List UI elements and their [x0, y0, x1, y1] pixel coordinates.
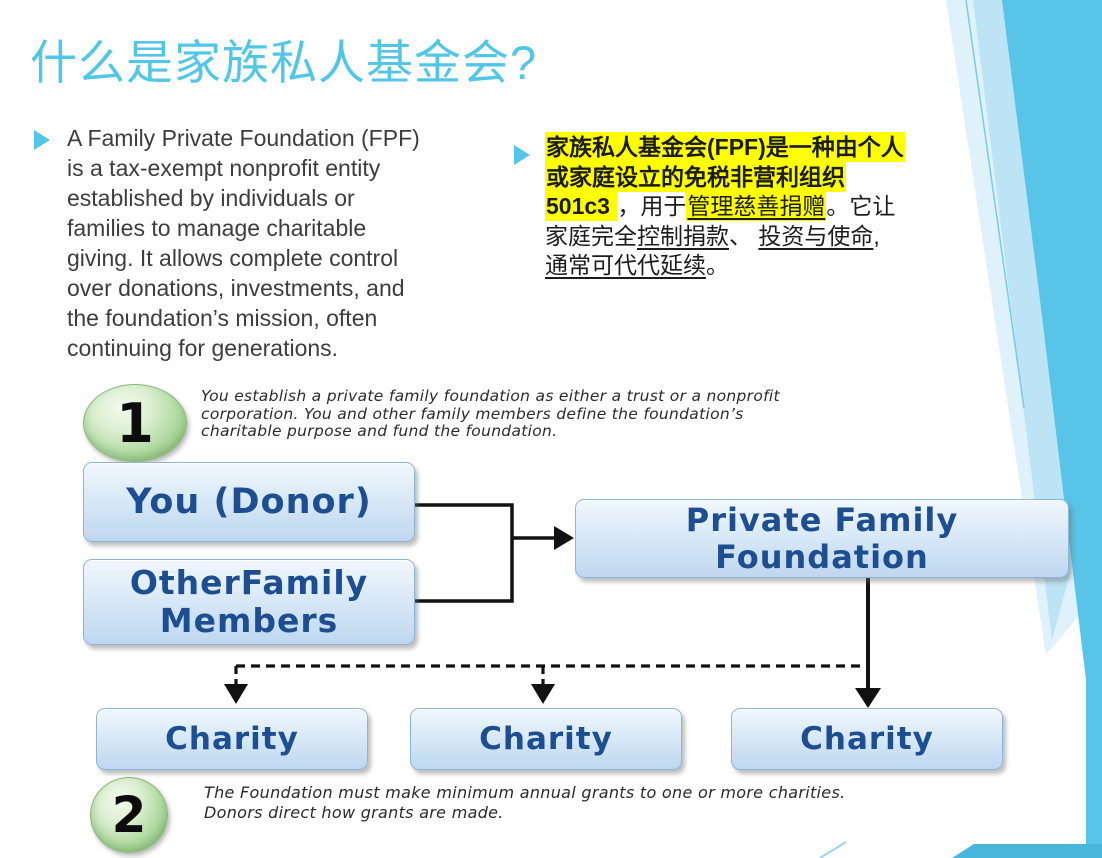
arrow-head-charity1 — [224, 684, 248, 704]
step-2-caption: The Foundation must make minimum annual … — [204, 783, 845, 822]
foundation-to-charity3-head — [855, 688, 881, 708]
node-you-donor: You (Donor) — [83, 462, 415, 542]
text-segment: 。它让 — [826, 193, 896, 219]
decor-bottom-bar — [952, 844, 1102, 858]
text-line: Donors direct how grants are made. — [204, 802, 504, 822]
text-line: You establish a private family foundatio… — [201, 387, 780, 405]
bullet-triangle-icon — [514, 145, 530, 165]
text-line: The Foundation must make minimum annual … — [204, 783, 846, 802]
text-line: the foundation’s mission, often — [67, 305, 378, 331]
node-charity-1: Charity — [96, 708, 368, 770]
text-segment: 管理慈善捐赠 — [686, 191, 827, 221]
elbow-connector — [415, 503, 514, 603]
node-label: Foundation — [715, 537, 929, 576]
text-line: 通常可代代延续。 — [545, 251, 965, 281]
node-label: You (Donor) — [126, 482, 372, 522]
step-2-number: 2 — [111, 786, 147, 844]
text-segment: 、 — [729, 222, 759, 249]
text-segment: 或家庭设立的免税非营利组织 — [545, 161, 846, 192]
step-1-badge: 1 — [83, 384, 187, 462]
node-private-family-foundation: Private Family Foundation — [575, 499, 1069, 578]
bullet-triangle-icon — [34, 130, 50, 150]
decor-thin-line — [965, 0, 1025, 409]
arrow-to-foundation-head — [554, 526, 574, 550]
text-line: continuing for generations. — [67, 335, 339, 361]
text-segment: 家庭完全 — [545, 222, 637, 249]
node-label: Private Family — [685, 500, 959, 539]
node-label: OtherFamily — [129, 563, 369, 602]
node-charity-2: Charity — [410, 708, 682, 770]
slide-title: 什么是家族私人基金会? — [30, 36, 538, 89]
decor-small-line — [819, 841, 847, 858]
text-segment: 501c3 — [545, 191, 618, 221]
node-charity-3: Charity — [731, 708, 1003, 770]
step-1-number: 1 — [116, 391, 154, 455]
text-line: giving. It allows complete control — [67, 245, 399, 271]
text-segment: 家族私人基金会(FPF)是一种由个人 — [545, 132, 905, 162]
text-line: 501c3 ，用于管理慈善捐赠。它让 — [545, 191, 965, 222]
node-label: Charity — [800, 721, 934, 757]
text-segment: ，用于 — [617, 193, 687, 219]
en-bullet-text: A Family Private Foundation (FPF) is a ta… — [67, 123, 497, 363]
step-2-badge: 2 — [90, 777, 168, 853]
text-line: established by individuals or — [67, 185, 355, 211]
text-line: 家族私人基金会(FPF)是一种由个人 — [545, 132, 965, 163]
text-segment: , — [873, 222, 880, 249]
text-line: is a tax-exempt nonprofit entity — [67, 155, 381, 181]
node-label: Charity — [479, 721, 613, 757]
text-segment: 。 — [706, 252, 729, 278]
step-1-caption: You establish a private family foundatio… — [201, 387, 780, 441]
text-line: 家庭完全控制捐款、 投资与使命, — [545, 222, 965, 252]
node-label: Charity — [165, 721, 299, 757]
text-line: over donations, investments, and — [67, 275, 405, 301]
text-segment: 通常可代代延续 — [545, 252, 706, 278]
node-label: Members — [159, 601, 339, 640]
text-segment: 控制捐款 — [637, 222, 729, 249]
decor-main-wedge — [1002, 0, 1102, 858]
text-line: charitable purpose and fund the foundati… — [201, 422, 558, 440]
node-other-family-members: OtherFamily Members — [83, 559, 415, 645]
text-line: families to manage charitable — [67, 215, 367, 241]
text-segment: 投资与使命 — [758, 222, 874, 249]
text-line: corporation. You and other family member… — [201, 404, 744, 423]
text-line: 或家庭设立的免税非营利组织 — [545, 161, 965, 193]
arrow-head-charity2 — [531, 684, 555, 704]
text-line: A Family Private Foundation (FPF) — [67, 125, 420, 151]
